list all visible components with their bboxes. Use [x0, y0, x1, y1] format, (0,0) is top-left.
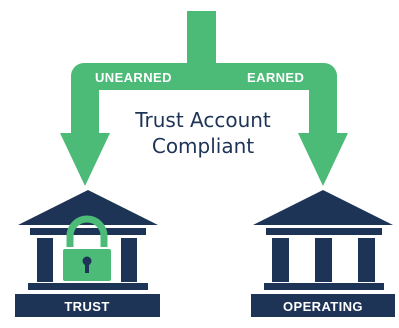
- bank-base: [28, 283, 148, 290]
- arrow-right-head: [298, 133, 348, 186]
- arrow-stem: [187, 11, 216, 73]
- lock-shackle: [66, 215, 108, 250]
- arrow-right-shaft: [309, 76, 337, 136]
- bank-roof: [18, 190, 158, 225]
- bank-column: [272, 238, 289, 282]
- bank-column: [37, 238, 53, 282]
- padlock-icon: [61, 215, 113, 283]
- bank-building-icon: [253, 190, 393, 290]
- arrow-left-head: [60, 133, 110, 186]
- keyhole-slot: [85, 262, 89, 273]
- bank-column: [315, 238, 332, 282]
- operating-label-plate: [251, 294, 395, 317]
- unearned-label: UNEARNED: [95, 70, 172, 85]
- keyhole: [82, 256, 92, 266]
- center-caption: Trust Account Compliant: [134, 108, 271, 158]
- arrow-crossbar: [71, 63, 337, 90]
- bank-column: [121, 238, 137, 282]
- bank-base: [264, 283, 384, 290]
- split-arrow: UNEARNED EARNED: [60, 11, 348, 186]
- caption-line-2: Compliant: [152, 134, 254, 158]
- earned-label: EARNED: [247, 70, 304, 85]
- bank-column: [358, 238, 375, 282]
- bank-entablature: [30, 228, 146, 235]
- operating-bank: OPERATING: [251, 190, 395, 317]
- bank-roof: [253, 190, 393, 225]
- caption-line-1: Trust Account: [134, 108, 271, 132]
- operating-label: OPERATING: [283, 299, 363, 314]
- bank-entablature: [266, 228, 382, 235]
- arrow-left-shaft: [71, 76, 99, 136]
- bank-building-icon: [18, 190, 158, 290]
- trust-label: TRUST: [64, 299, 109, 314]
- trust-bank: TRUST: [15, 190, 160, 317]
- trust-label-plate: [15, 294, 160, 317]
